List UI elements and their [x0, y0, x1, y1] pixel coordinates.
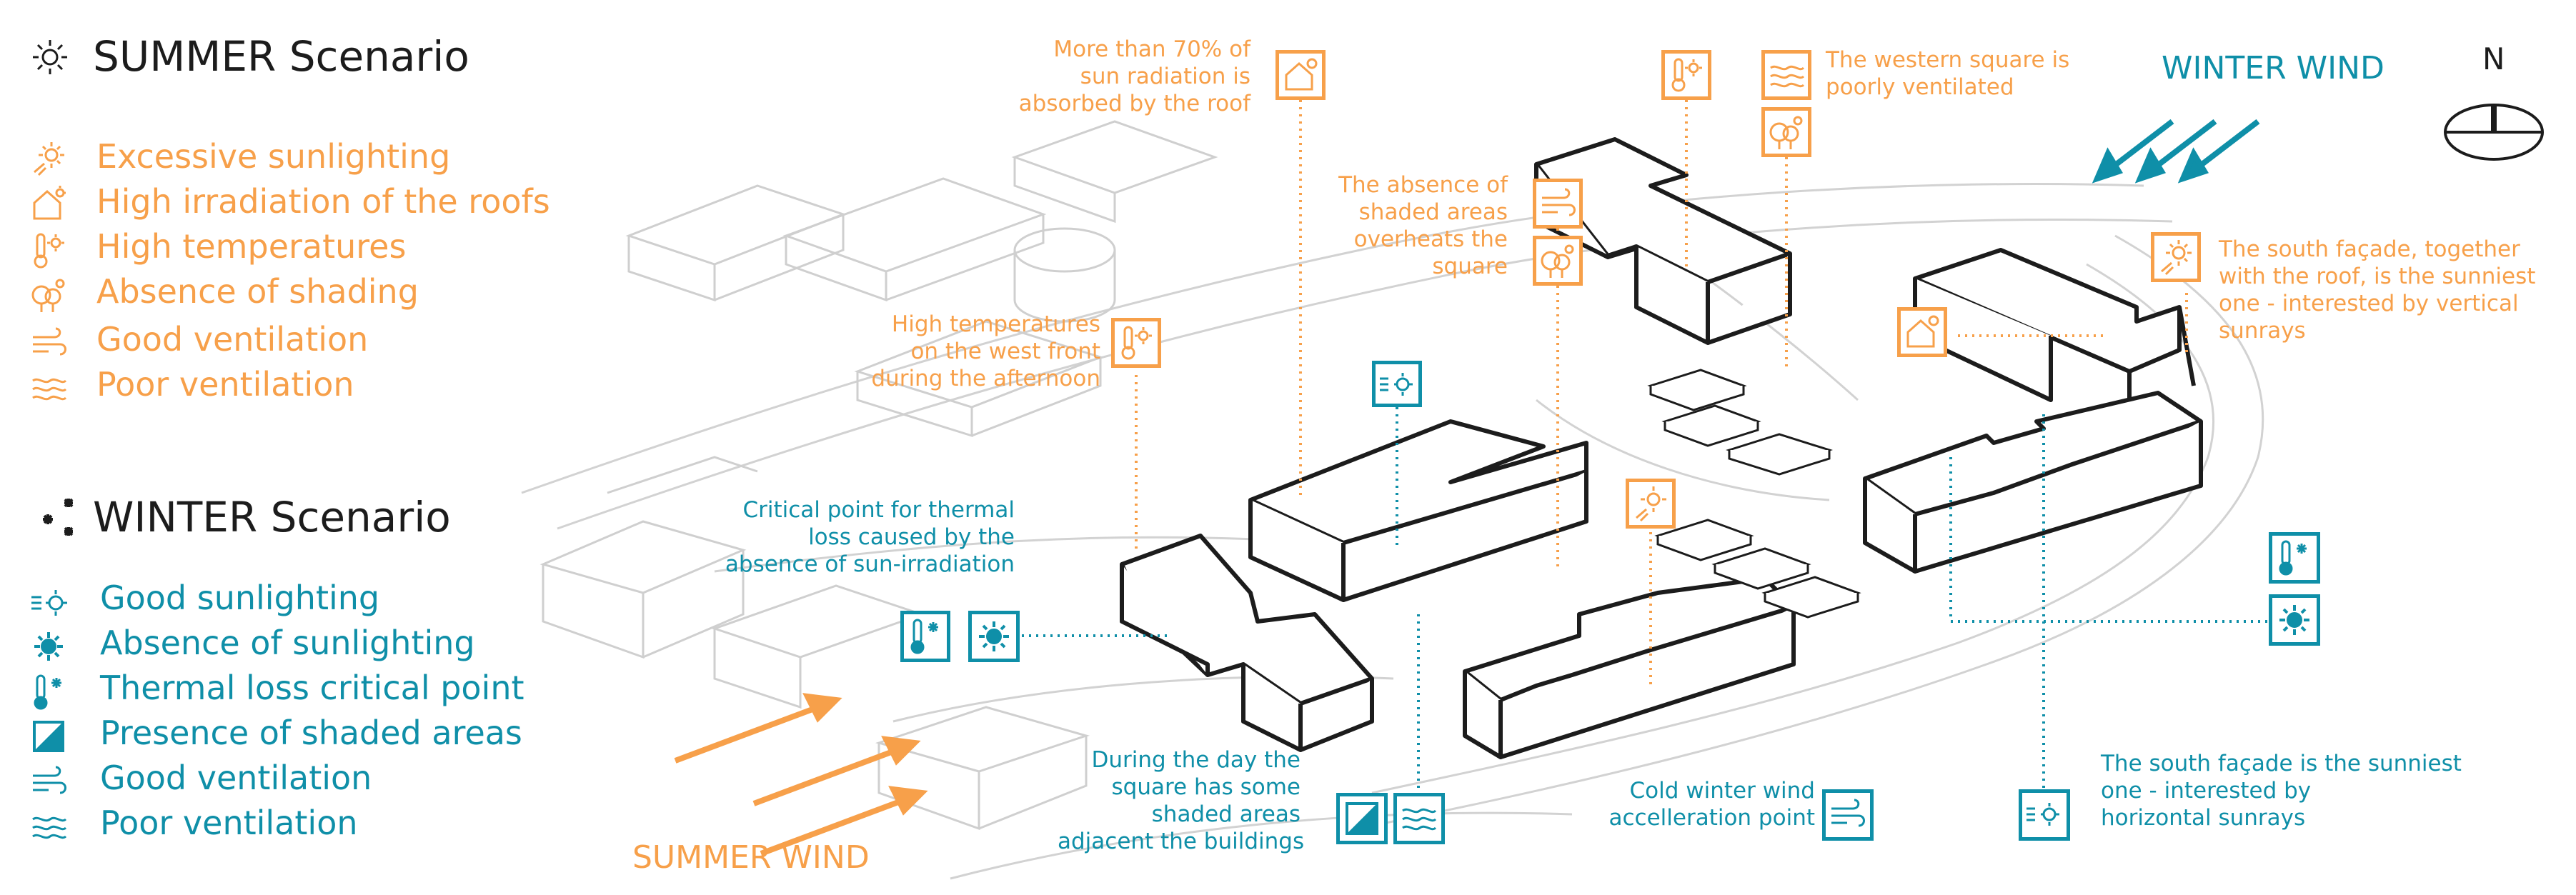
- wind-icon: [33, 766, 66, 794]
- summer-legend-item: High temperatures: [96, 227, 407, 266]
- waves-icon: [1393, 793, 1445, 844]
- wind-icon: [33, 327, 66, 356]
- thermometer-sun-icon: [1111, 318, 1161, 368]
- compass-north-label: N: [2482, 41, 2505, 76]
- wind-icon: [1822, 789, 1874, 841]
- winter-legend-item: Thermal loss critical point: [100, 669, 524, 707]
- compass: [2444, 104, 2544, 161]
- summer-legend-heading: SUMMER Scenario: [93, 32, 469, 81]
- summer-legend-item: Poor ventilation: [96, 365, 354, 404]
- shade-square-icon: [1336, 793, 1388, 844]
- thermometer-sun-icon: [1661, 50, 1711, 100]
- shade-square-icon: [33, 721, 64, 752]
- tree-sun-icon: [1533, 236, 1583, 286]
- thermometer-sun-icon: [34, 233, 64, 269]
- sun-lines-icon: [1372, 361, 1422, 407]
- summer-legend-item: Good ventilation: [96, 320, 369, 359]
- thermometer-snow-icon: [34, 674, 61, 710]
- waves-icon: [1761, 50, 1811, 100]
- winter-legend-item: Poor ventilation: [100, 804, 358, 842]
- thermometer-snow-icon: [900, 611, 950, 662]
- sun-icon: [33, 40, 67, 74]
- summer-wind-label: SUMMER WIND: [632, 839, 870, 876]
- sun-lines-icon: [31, 590, 67, 616]
- sun-icon: [2151, 232, 2201, 282]
- summer-legend-item: Excessive sunlighting: [96, 137, 451, 176]
- sun-icon: [1626, 479, 1676, 529]
- house-sun-icon: [1275, 50, 1326, 100]
- waves-icon: [32, 378, 67, 401]
- summer-legend-item: High irradiation of the roofs: [96, 182, 550, 221]
- winter-legend-item: Presence of shaded areas: [100, 714, 522, 752]
- dark-sun-icon: [34, 632, 63, 661]
- winter-legend-item: Good ventilation: [100, 759, 372, 797]
- dark-sun-icon: [968, 611, 1020, 662]
- summer-legend-item: Absence of shading: [96, 272, 419, 311]
- thermometer-snow-icon: [2269, 532, 2320, 584]
- tree-sun-icon: [31, 279, 65, 312]
- dark-sun-icon: [2269, 594, 2320, 646]
- waves-icon: [32, 816, 67, 839]
- sun-lines-icon: [2019, 789, 2070, 841]
- winter-wind-label: WINTER WIND: [2162, 50, 2384, 86]
- sun-icon: [34, 142, 64, 176]
- winter-legend-heading: WINTER Scenario: [93, 493, 451, 541]
- winter-legend-item: Absence of sunlighting: [100, 624, 475, 662]
- tree-sun-icon: [1761, 107, 1811, 157]
- wind-icon: [1533, 179, 1583, 229]
- house-sun-icon: [1897, 307, 1947, 357]
- snowflakes-icon: [43, 498, 74, 536]
- winter-legend-item: Good sunlighting: [100, 579, 380, 617]
- house-sun-icon: [33, 186, 66, 220]
